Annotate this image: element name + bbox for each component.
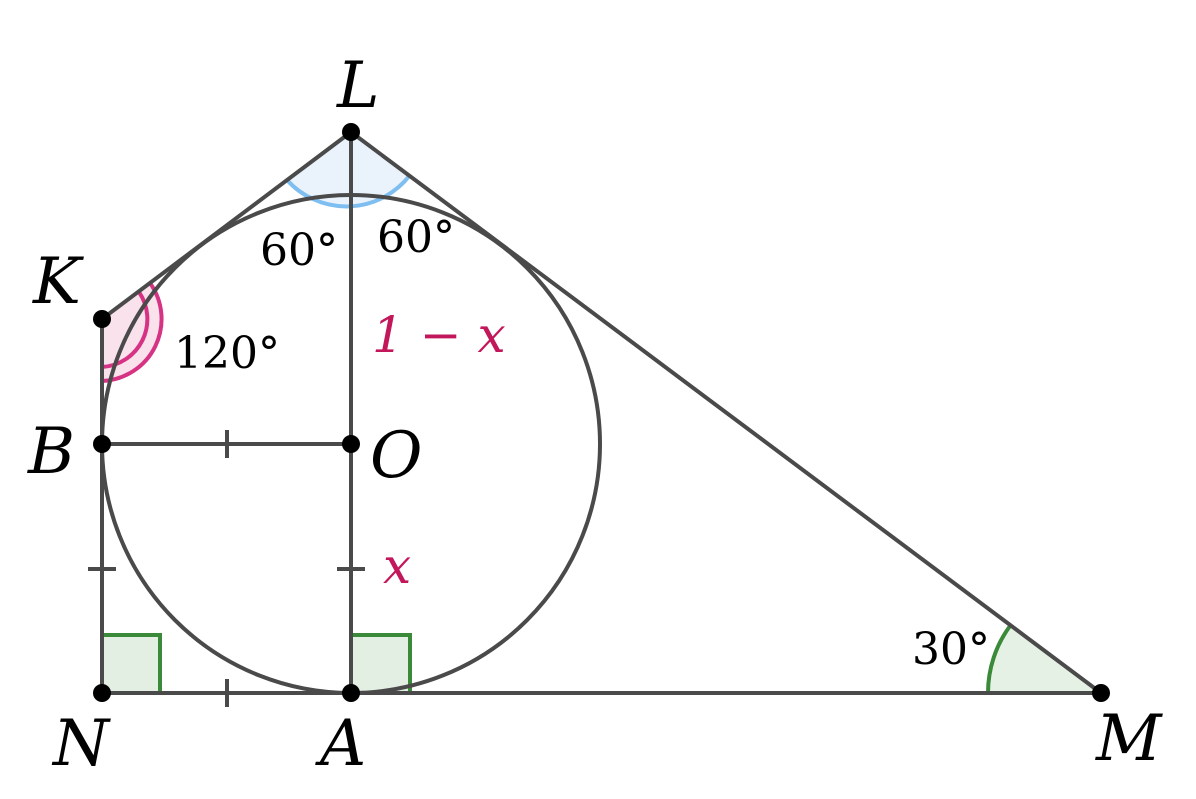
angle-M-fill	[988, 626, 1101, 693]
right-angle-N-marker	[100, 633, 162, 695]
segment-label-LO: 1 − x	[372, 306, 506, 364]
label-O: O	[370, 419, 422, 493]
label-M: M	[1095, 702, 1163, 776]
label-N: N	[51, 707, 111, 781]
label-K: K	[32, 245, 84, 319]
point-M	[1092, 684, 1110, 702]
segment-LM	[349, 130, 1103, 695]
angle-label-M: 30°	[912, 624, 990, 675]
label-A: A	[315, 707, 366, 781]
angle-M-arc	[986, 624, 1012, 694]
point-N	[93, 684, 111, 702]
segment-label-OA: x	[383, 537, 411, 595]
angle-label-L-right: 60°	[377, 212, 455, 263]
angle-L-fill	[287, 132, 410, 207]
angle-label-K: 120°	[174, 328, 280, 379]
label-B: B	[27, 415, 75, 489]
point-K	[93, 310, 111, 328]
point-A	[342, 684, 360, 702]
point-L	[342, 123, 360, 141]
point-O	[342, 435, 360, 453]
segment-LK	[100, 130, 353, 321]
label-L: L	[336, 49, 380, 123]
angle-label-L-left: 60°	[260, 225, 338, 276]
angle-K-arc-outer	[101, 281, 164, 383]
point-B	[93, 435, 111, 453]
right-angle-A-marker	[349, 633, 412, 695]
